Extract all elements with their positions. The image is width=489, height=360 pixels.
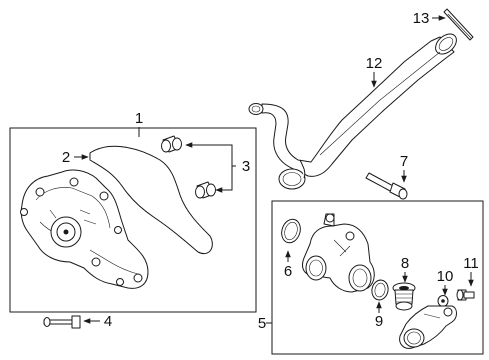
callout-2: 2: [62, 149, 70, 166]
water-pump-group-box: [9, 127, 257, 313]
thermostat-8: [392, 282, 416, 311]
callout-13: 13: [413, 10, 430, 27]
thermostat-housing: [302, 213, 375, 293]
callout-1: 1: [135, 110, 143, 127]
callout-8: 8: [401, 255, 409, 272]
callout-9: 9: [375, 313, 383, 330]
water-pump-gasket: [89, 145, 213, 254]
seal-10: [437, 295, 449, 307]
callout-5: 5: [258, 315, 266, 332]
gasket-ring-6: [281, 218, 301, 244]
callout-10: 10: [437, 268, 454, 285]
leader-3-bottom: [215, 166, 233, 193]
seal-ring: [443, 8, 474, 41]
thermostat-group-box: [271, 200, 484, 355]
bolt-11: [456, 289, 475, 301]
callout-4: 4: [104, 313, 112, 330]
thermostat-cover: [399, 305, 457, 349]
callout-7: 7: [400, 153, 408, 170]
bolt-4: [43, 315, 81, 329]
leader-3-top: [185, 142, 236, 167]
o-ring-9: [371, 279, 389, 301]
callout-3: 3: [242, 158, 250, 175]
callout-6: 6: [284, 263, 292, 280]
dowel-pin-lower: [195, 181, 216, 199]
dowel-pin-upper: [161, 135, 182, 153]
water-pump: [20, 169, 149, 289]
bolt-7: [365, 172, 408, 200]
coolant-tube: [248, 33, 457, 190]
leader-lines: [74, 15, 474, 324]
callout-12: 12: [366, 55, 383, 72]
callout-11: 11: [463, 255, 479, 272]
